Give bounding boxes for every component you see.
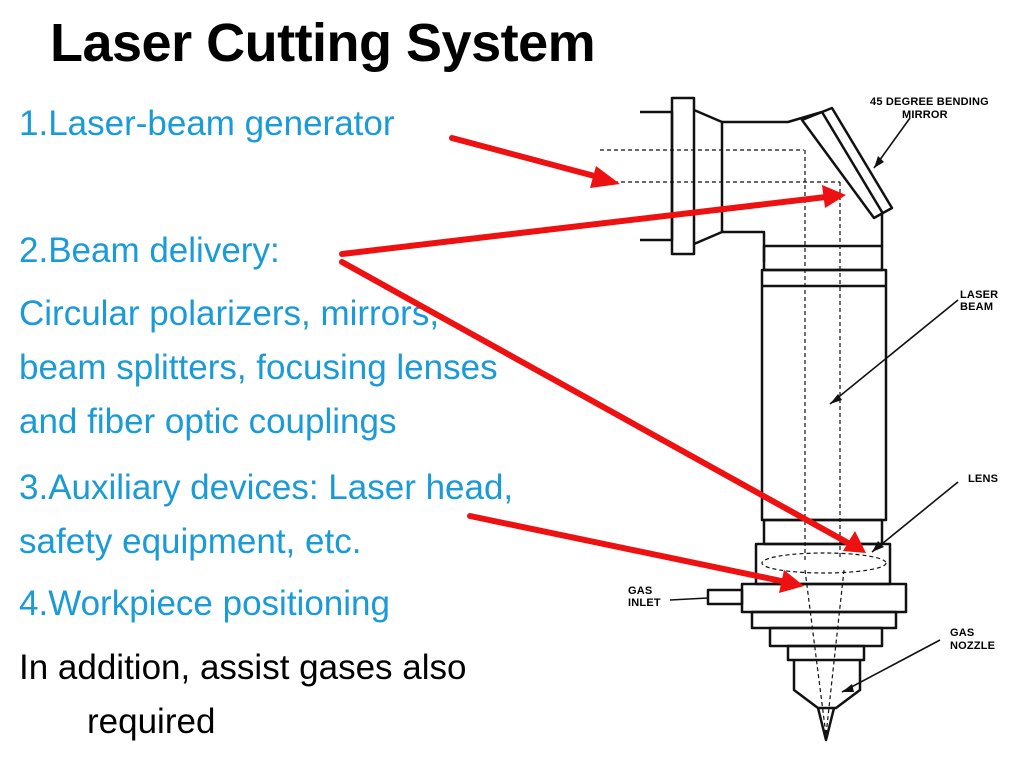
label-bending-mirror-1: 45 DEGREE BENDING bbox=[870, 96, 989, 108]
item-auxiliary-devices: 3.Auxiliary devices: Laser head, bbox=[19, 468, 514, 507]
slide-title: Laser Cutting System bbox=[50, 13, 596, 73]
label-laser-beam-1: LASER bbox=[960, 289, 999, 301]
beam-delivery-detail-3: and fiber optic couplings bbox=[19, 402, 397, 441]
item-laser-generator: 1.Laser-beam generator bbox=[19, 104, 395, 143]
label-bending-mirror-2: MIRROR bbox=[902, 109, 948, 121]
assist-gas-note: In addition, assist gases also bbox=[19, 648, 467, 687]
label-gas-nozzle-2: NOZZLE bbox=[950, 640, 996, 652]
assist-gas-note-cont: required bbox=[87, 702, 216, 741]
label-gas-inlet-1: GAS bbox=[628, 585, 653, 597]
label-lens: LENS bbox=[968, 473, 999, 485]
item-workpiece-positioning: 4.Workpiece positioning bbox=[19, 584, 390, 623]
beam-delivery-detail-1: Circular polarizers, mirrors, bbox=[19, 294, 440, 333]
auxiliary-devices-detail: safety equipment, etc. bbox=[19, 522, 362, 561]
beam-delivery-detail-2: beam splitters, focusing lenses bbox=[19, 348, 498, 387]
label-gas-inlet-2: INLET bbox=[628, 597, 661, 609]
arrow-to-generator bbox=[449, 135, 605, 181]
label-laser-beam-2: BEAM bbox=[960, 301, 994, 313]
label-gas-nozzle-1: GAS bbox=[950, 627, 975, 639]
laser-head-diagram bbox=[600, 96, 959, 742]
item-beam-delivery: 2.Beam delivery: bbox=[19, 231, 280, 270]
